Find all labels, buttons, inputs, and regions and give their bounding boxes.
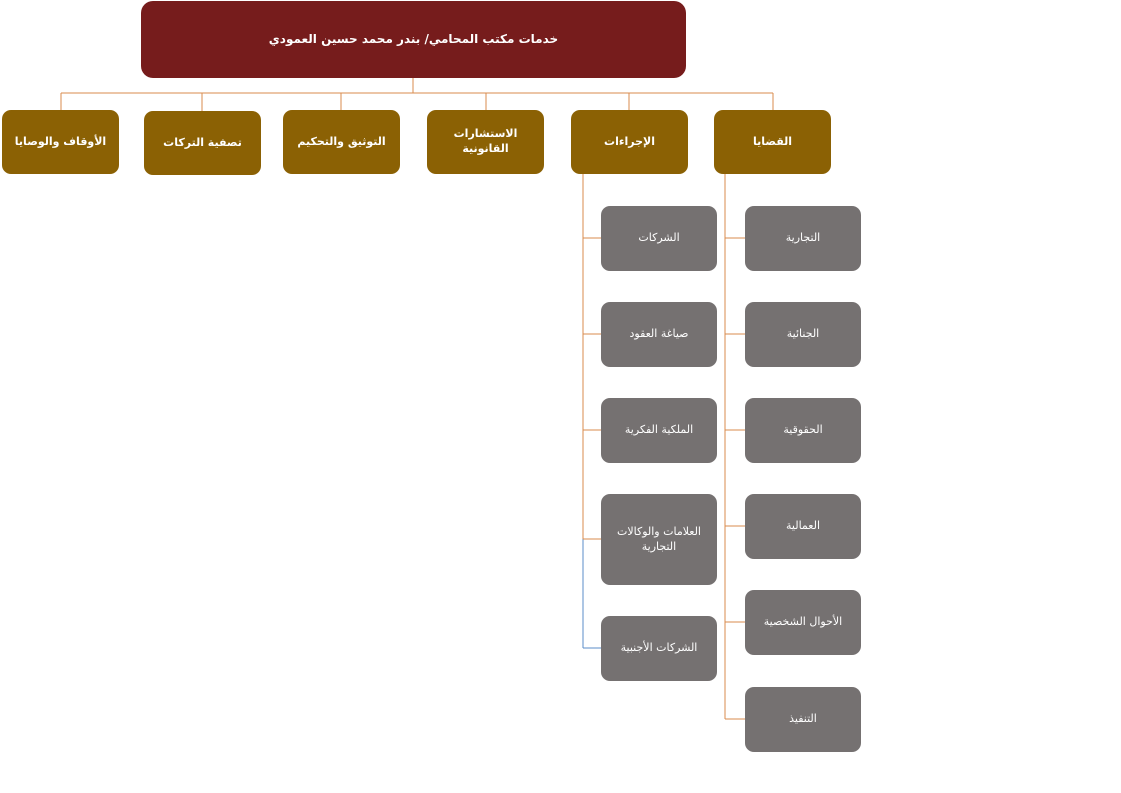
- procedures-child-intellectual-property: الملكية الفكرية: [601, 398, 717, 463]
- category-label: القضايا: [752, 134, 793, 148]
- procedures-child-foreign-companies: الشركات الأجنبية: [601, 616, 717, 681]
- child-label: صياغة العقود: [629, 327, 689, 341]
- category-label: الاستشارات القانونية: [453, 127, 518, 155]
- procedures-child-trademarks-agencies: العلامات والوكالات التجارية: [601, 494, 717, 585]
- category-label: الأوقاف والوصايا: [14, 134, 107, 148]
- child-label: العلامات والوكالات التجارية: [617, 524, 701, 553]
- child-label: التنفيذ: [789, 712, 817, 726]
- category-notarization: التوثيق والتحكيم: [283, 110, 400, 174]
- child-label: الشركات الأجنبية: [620, 641, 698, 655]
- root-node-label: خدمات مكتب المحامي/ بندر محمد حسين العمو…: [268, 32, 559, 47]
- child-label: التجارية: [785, 231, 821, 245]
- procedures-child-contract-drafting: صياغة العقود: [601, 302, 717, 367]
- child-label: الملكية الفكرية: [624, 423, 694, 437]
- category-endowments: الأوقاف والوصايا: [2, 110, 119, 174]
- category-cases: القضايا: [714, 110, 831, 174]
- child-label: الشركات: [638, 231, 680, 245]
- cases-child-enforcement: التنفيذ: [745, 687, 861, 752]
- cases-child-labor: العمالية: [745, 494, 861, 559]
- category-estates: تصفية التركات: [144, 111, 261, 175]
- cases-child-commercial: التجارية: [745, 206, 861, 271]
- cases-child-personal-status: الأحوال الشخصية: [745, 590, 861, 655]
- category-consultations: الاستشارات القانونية: [427, 110, 544, 174]
- procedures-child-companies: الشركات: [601, 206, 717, 271]
- category-label: التوثيق والتحكيم: [297, 134, 386, 148]
- cases-child-civil: الحقوقية: [745, 398, 861, 463]
- category-label: الإجراءات: [604, 134, 655, 148]
- cases-child-criminal: الجنائية: [745, 302, 861, 367]
- category-procedures: الإجراءات: [571, 110, 688, 174]
- child-label: الأحوال الشخصية: [763, 615, 843, 629]
- child-label: العمالية: [786, 519, 820, 533]
- child-label: الحقوقية: [783, 423, 823, 437]
- root-node: خدمات مكتب المحامي/ بندر محمد حسين العمو…: [141, 1, 686, 78]
- category-label: تصفية التركات: [163, 135, 242, 149]
- child-label: الجنائية: [786, 327, 820, 341]
